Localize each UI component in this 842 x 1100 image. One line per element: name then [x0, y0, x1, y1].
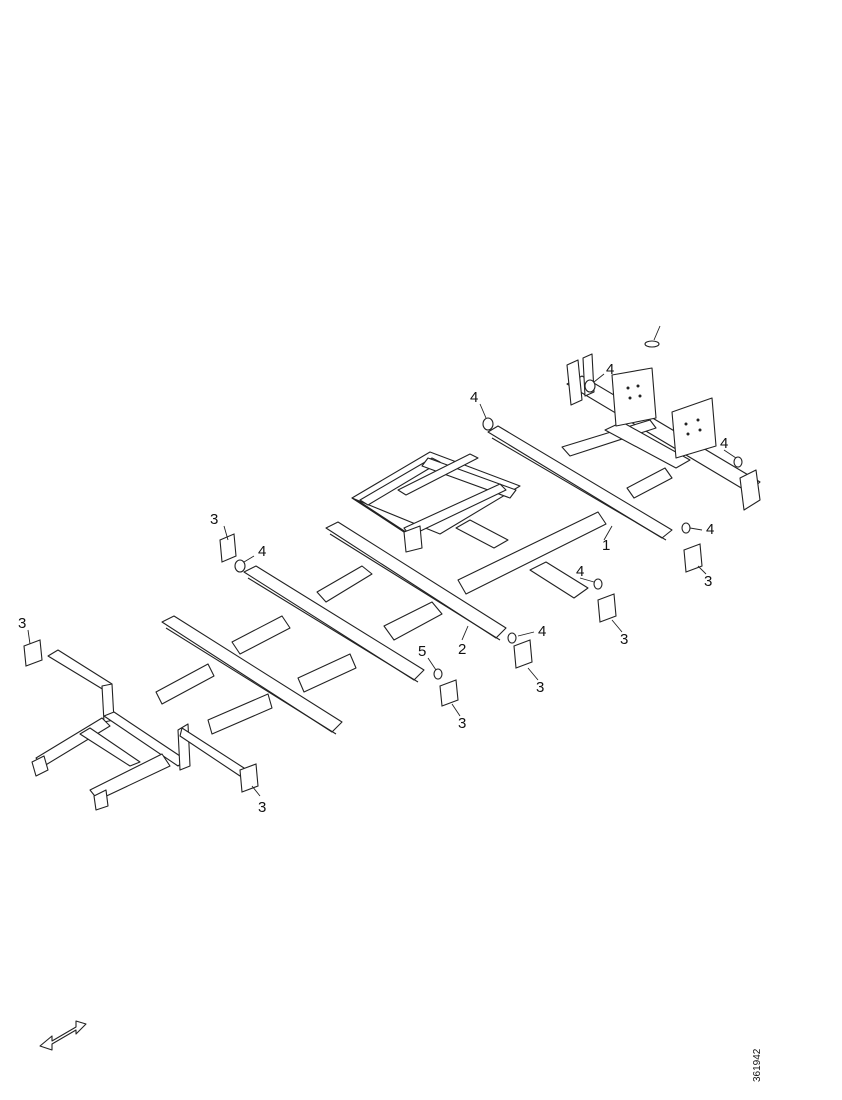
leader-lines: [27, 325, 737, 797]
front-frame-assembly: [31, 649, 245, 811]
rear-upright-plate-2: [671, 397, 717, 459]
cross-tube-3: [316, 565, 373, 603]
bushing: [681, 522, 691, 534]
cross-tube-1: [455, 519, 509, 549]
callout-3: 3: [704, 573, 712, 590]
rear-end-flange: [739, 469, 761, 511]
rear-short-tube: [626, 467, 673, 499]
mounting-plates: [23, 533, 703, 793]
side-beam-1: [487, 425, 673, 539]
callout-4: 4: [258, 543, 266, 560]
side-beam-4: [161, 615, 343, 733]
side-beam-3: [243, 565, 425, 681]
callout-1: 1: [602, 537, 610, 554]
cross-tube-4: [383, 601, 443, 641]
callout-3: 3: [258, 799, 266, 816]
cross-tube-7: [155, 663, 215, 705]
callout-4: 4: [720, 435, 728, 452]
callouts: 1 2 3 3 3 3 3 3 3 4 4 4 4 4 4 4 5: [18, 361, 728, 816]
side-beam-2: [325, 521, 507, 639]
mount-plate: [23, 639, 43, 667]
upper-subframe: [351, 451, 521, 553]
cross-tube-5: [231, 615, 291, 655]
callout-2: 2: [458, 641, 466, 658]
mount-plate: [439, 679, 459, 707]
callout-3: 3: [536, 679, 544, 696]
bushing: [733, 456, 743, 468]
callout-4: 4: [470, 389, 478, 406]
bushing: [593, 578, 603, 590]
callout-3: 3: [210, 511, 218, 528]
callout-3: 3: [620, 631, 628, 648]
cross-tube-2: [529, 561, 589, 599]
callout-4: 4: [576, 563, 584, 580]
rear-plate-holes: [626, 384, 702, 436]
cross-tubes: [155, 519, 589, 735]
rear-frame-assembly: [561, 353, 761, 511]
callout-3: 3: [458, 715, 466, 732]
mount-plate: [219, 533, 237, 563]
cross-tube-6: [297, 653, 357, 693]
callout-3: 3: [18, 615, 26, 632]
mount-plate: [683, 543, 703, 573]
figure-code: 361942: [752, 1048, 763, 1082]
rear-bracket-left: [566, 359, 583, 406]
rear-upright-plate-1: [611, 367, 657, 427]
callout-4: 4: [606, 361, 614, 378]
bushing: [234, 559, 246, 573]
bushing: [507, 632, 517, 644]
mount-plate: [239, 763, 259, 793]
diagonal-tube: [457, 511, 607, 595]
mount-plate: [513, 639, 533, 669]
callout-4: 4: [538, 623, 546, 640]
bushing: [482, 417, 494, 431]
bushing: [433, 668, 443, 680]
callout-4: 5: [418, 643, 426, 660]
mount-plate: [597, 593, 617, 623]
cross-tube-8: [207, 693, 273, 735]
bolt-fitting: [644, 340, 660, 348]
callout-4: 4: [706, 521, 714, 538]
double-arrow-icon: [39, 1020, 87, 1051]
bushing: [584, 379, 596, 393]
fittings: [234, 340, 743, 680]
